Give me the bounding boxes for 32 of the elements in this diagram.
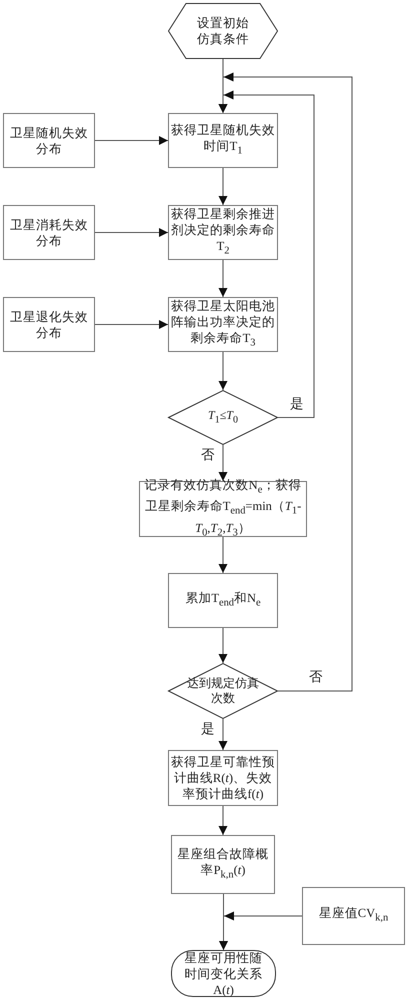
arrow	[218, 72, 352, 692]
end-terminal: 星座可用性随时间变化关系A(t)	[171, 950, 276, 997]
process-box: 获得卫星剩余推进剂决定的剩余寿命T$_{2}$	[168, 205, 278, 260]
arrow	[219, 912, 302, 950]
arrow	[218, 718, 228, 750]
decision-diamond: T$_{1}$≤T$_{0}$	[168, 390, 278, 445]
process-box: 卫星退化失效分布	[3, 297, 95, 352]
edge-label: 否	[199, 447, 217, 463]
process-box: 卫星随机失效分布	[3, 113, 95, 168]
process-box: 累加T$_{end}$和N$_{e}$	[168, 573, 278, 628]
process-box: 获得卫星可靠性预计曲线R(t)、失效率预计曲线f(t)	[168, 750, 278, 806]
edge-label: 否	[307, 669, 325, 685]
process-box: 星座组合故障概率P$_{k,n}$(t)	[171, 835, 275, 894]
process-box: 星座值CV$_{k,n}$	[302, 887, 405, 945]
arrow	[218, 168, 228, 206]
arrow	[218, 444, 228, 482]
arrow	[218, 260, 228, 298]
arrow	[218, 628, 228, 664]
process-box: 卫星消耗失效分布	[3, 205, 95, 260]
arrow	[94, 320, 168, 329]
decision-diamond: 达到规定仿真次数	[168, 663, 278, 719]
process-box: 获得卫星随机失效时间T$_{1}$	[168, 113, 278, 168]
process-box: 获得卫星太阳电池阵输出功率决定的剩余寿命T$_{3}$	[168, 297, 278, 352]
edge-label: 是	[288, 396, 306, 412]
arrow	[218, 806, 228, 836]
arrow	[94, 136, 168, 145]
edge-label: 是	[199, 721, 217, 737]
arrow	[94, 228, 168, 237]
process-box: 记录有效仿真次数N$_{e}$；获得卫星剩余寿命T$_{end}$=min（T$_{1}$-T$_{0}$,T$_{2}$,T$_{3}$）	[139, 481, 307, 537]
arrow	[218, 352, 228, 390]
start-hexagon: 设置初始仿真条件	[168, 3, 278, 59]
arrow	[218, 536, 228, 574]
